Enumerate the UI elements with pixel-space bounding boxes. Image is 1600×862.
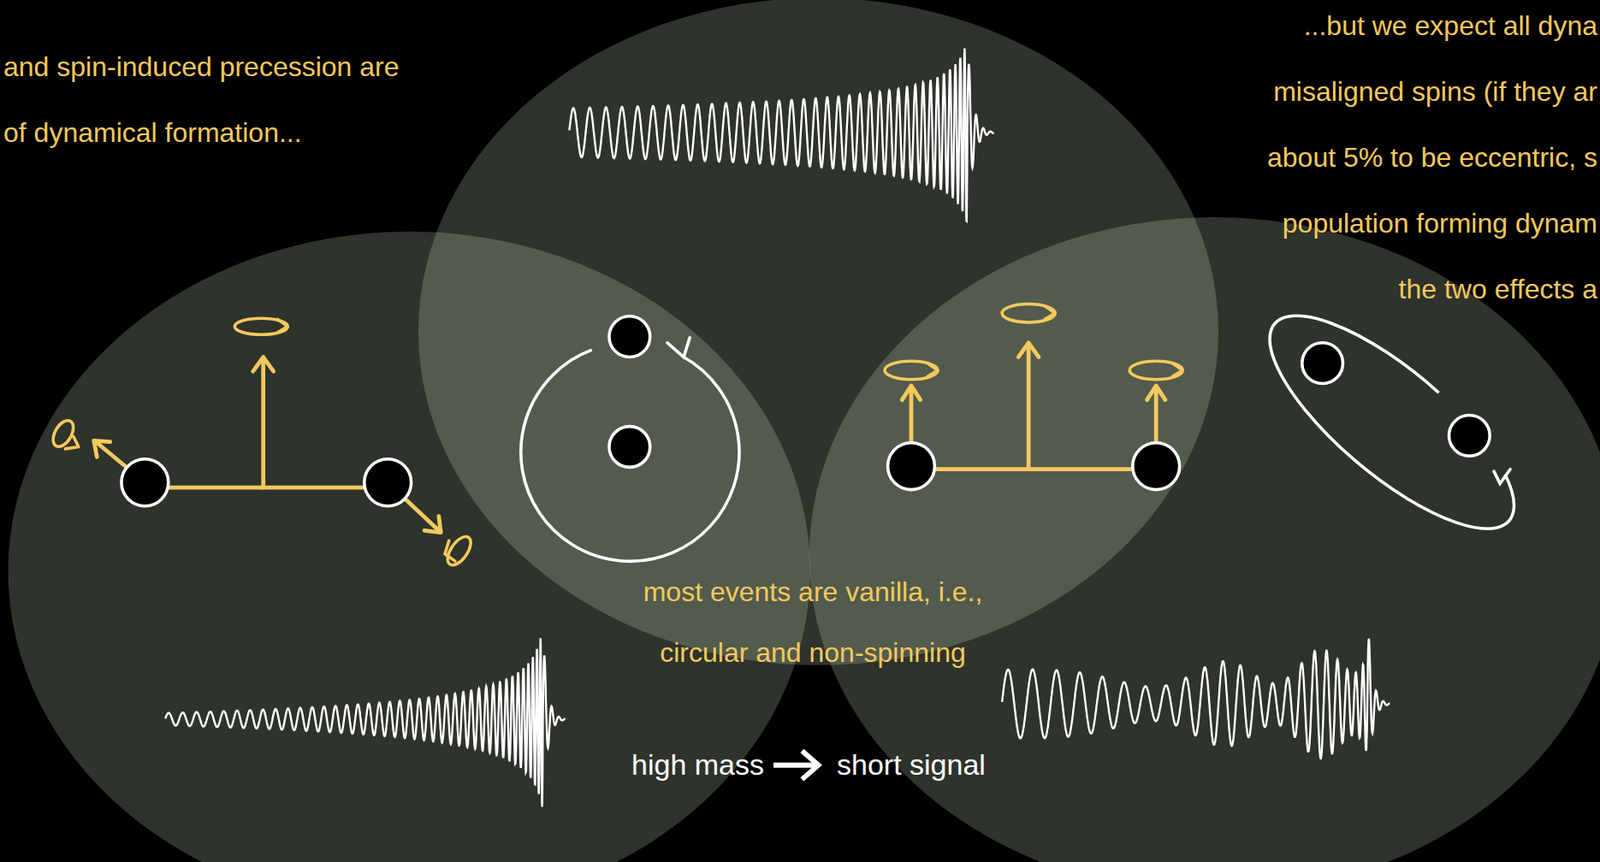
- black-holes: [888, 443, 1180, 491]
- circular-orbit: [521, 316, 740, 563]
- signal-label: short signal: [836, 747, 1026, 783]
- note-text: ...but we expect all dyna misaligned spi…: [1255, 0, 1598, 323]
- waveform: [568, 48, 994, 222]
- venn-ellipse: [809, 217, 1600, 862]
- waveform: [1001, 639, 1390, 759]
- implies-arrow: [773, 751, 818, 780]
- black-hole: [609, 426, 651, 469]
- mass-label: high mass: [592, 747, 765, 783]
- orbit-arrow: [667, 337, 690, 358]
- waveforms: [165, 48, 1390, 808]
- caption-text: most events are vanilla, i.e., circular …: [628, 562, 997, 684]
- orbit-arc: [521, 349, 740, 562]
- aligned-binary: [884, 303, 1183, 469]
- note-text: and spin-induced precession are of dynam…: [3, 34, 415, 166]
- black-hole: [609, 316, 651, 358]
- waveform: [165, 638, 566, 807]
- black-holes: [121, 459, 412, 507]
- precessing-binary: [48, 318, 475, 569]
- venn-ellipse: [8, 231, 811, 862]
- eccentric-orbit: [1269, 315, 1514, 529]
